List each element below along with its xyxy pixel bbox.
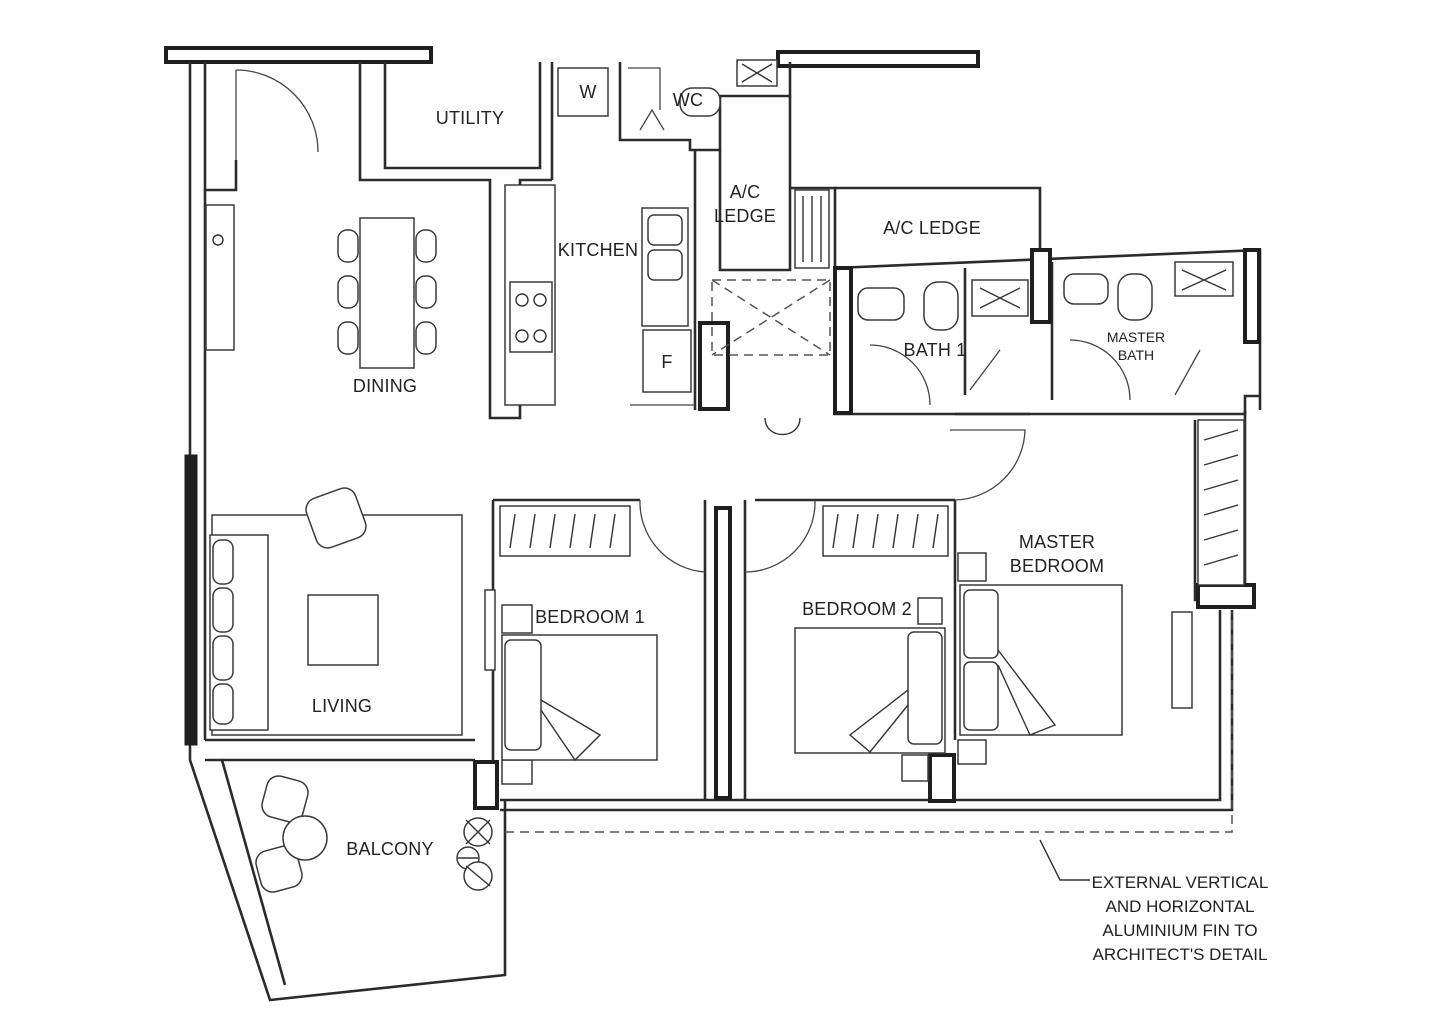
outer-walls [188, 62, 1262, 1002]
plant-icon [456, 817, 493, 891]
dining-label: DINING [353, 376, 417, 396]
note-line2: AND HORIZONTAL [1106, 897, 1255, 916]
bed2-nightstand-2 [901, 754, 929, 782]
note-line4: ARCHITECT'S DETAIL [1093, 945, 1268, 964]
column-bath-left [833, 266, 853, 415]
coffee-table [307, 594, 379, 666]
wc-label: WC [673, 90, 703, 110]
armchair [305, 487, 367, 549]
utility-label: UTILITY [436, 108, 504, 128]
living-label: LIVING [312, 696, 372, 716]
master-bath-shower [1174, 261, 1234, 297]
bed1-wardrobe [499, 505, 631, 557]
wc-door [628, 67, 665, 131]
service-shaft [711, 279, 831, 356]
shoe-cabinet [205, 204, 235, 351]
master-bedroom-label-line2: BEDROOM [1010, 556, 1104, 576]
bed2-nightstand [917, 597, 943, 625]
note-leader [1039, 839, 1090, 881]
washer-label: W [579, 82, 596, 102]
master-nightstand [957, 552, 987, 582]
master-bedroom-label-line1: MASTER [1019, 532, 1095, 552]
aluminium-fin-line [505, 612, 1233, 833]
ac-ledge-1-label-line2: LEDGE [714, 206, 776, 226]
bath-1-label: BATH 1 [904, 340, 967, 360]
master-bath-toilet [1117, 273, 1153, 321]
fridge-box [642, 329, 692, 393]
column-bed2 [928, 753, 956, 803]
column-bath-mid [1030, 248, 1052, 324]
balcony-furniture [255, 775, 328, 893]
bed1-nightstand [501, 604, 533, 634]
note-line1: EXTERNAL VERTICAL [1092, 873, 1269, 892]
ac-ledge-2-label: A/C LEDGE [883, 218, 981, 238]
dining-chairs [337, 229, 437, 355]
column-left-window [184, 454, 198, 746]
master-bath-basin [1063, 273, 1109, 305]
ac-ledge-1-label-line1: A/C [730, 182, 761, 202]
sofa-cushions [212, 539, 234, 725]
sink-1 [647, 214, 683, 246]
master-wardrobe [1197, 419, 1245, 586]
bed2-wardrobe [822, 505, 949, 557]
interior-walls [491, 412, 1245, 800]
bath1-basin [857, 287, 905, 321]
master-bath-label-line2: BATH [1118, 347, 1154, 363]
balcony-label: BALCONY [346, 839, 433, 859]
note-line3: ALUMINIUM FIN TO [1102, 921, 1257, 940]
column-right [1196, 583, 1256, 609]
column-bath-right [1243, 248, 1261, 344]
top-beam-left [164, 46, 433, 64]
dining-table [359, 217, 415, 369]
kitchen-label: KITCHEN [558, 240, 638, 260]
bed1-nightstand-2 [501, 759, 533, 785]
toilet-wc [679, 87, 721, 117]
bed1-side-window [484, 589, 496, 671]
bedroom-2-label: BEDROOM 2 [802, 599, 912, 619]
bath1-toilet [923, 281, 959, 331]
fridge-label: F [661, 352, 672, 372]
hob [509, 281, 553, 353]
doors [235, 69, 1201, 573]
top-beam-right [776, 50, 980, 68]
master-nightstand-2 [957, 739, 987, 765]
sink-2 [647, 249, 683, 281]
master-bath-label-line1: MASTER [1107, 329, 1165, 345]
bedroom-1-label: BEDROOM 1 [535, 607, 645, 627]
column-kitchen [698, 321, 730, 411]
column-window-right [1171, 611, 1193, 709]
column-bed1 [473, 760, 499, 810]
column-mid-bedrooms [714, 506, 732, 800]
washer-box [557, 67, 609, 117]
